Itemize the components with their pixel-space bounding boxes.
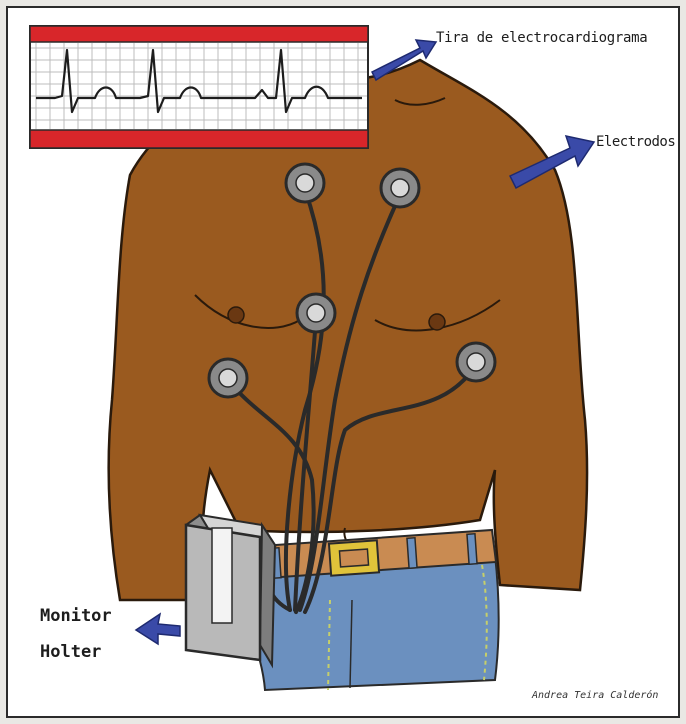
arrow-monitor — [136, 614, 180, 644]
belt-loop-3 — [467, 534, 477, 564]
artist-signature: Andrea Teira Calderón — [532, 690, 658, 701]
label-monitor-line2: Holter — [40, 642, 101, 662]
electrode-1 — [286, 164, 324, 202]
electrode-3 — [297, 294, 335, 332]
ecg-top-band — [30, 26, 368, 42]
label-ecg-strip: Tira de electrocardiograma — [436, 30, 647, 46]
nipple-left — [228, 307, 244, 323]
electrode-5 — [457, 343, 495, 381]
holter-monitor — [186, 515, 275, 665]
ecg-bottom-band — [30, 130, 368, 148]
ecg-strip — [30, 26, 368, 148]
belt-buckle-inner — [339, 549, 368, 567]
electrode-2 — [381, 169, 419, 207]
label-monitor-line1: Monitor — [40, 606, 112, 626]
monitor-clip — [212, 528, 232, 623]
belt-loop-2 — [407, 538, 417, 568]
electrode-4 — [209, 359, 247, 397]
nipple-right — [429, 314, 445, 330]
label-electrodes: Electrodos — [596, 134, 675, 150]
